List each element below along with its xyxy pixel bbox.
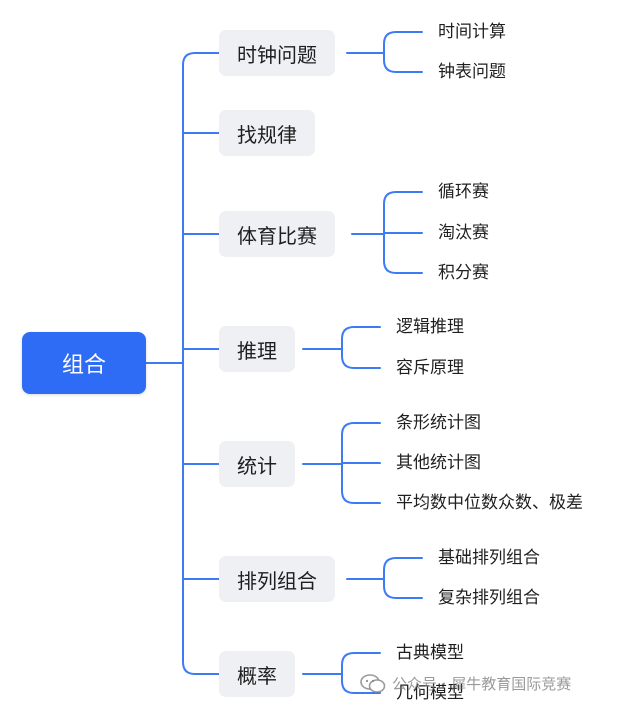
branch-node-probability[interactable]: 概率 bbox=[219, 651, 295, 697]
watermark-text: 公众号 · 犀牛教育国际竞赛 bbox=[392, 675, 572, 693]
watermark: 公众号 · 犀牛教育国际竞赛 bbox=[360, 673, 571, 694]
branch-label: 统计 bbox=[237, 453, 277, 478]
connector-fan-permutation bbox=[383, 557, 423, 599]
connector-trunk bbox=[182, 52, 220, 675]
branch-label: 体育比赛 bbox=[237, 223, 317, 248]
branch-node-clock[interactable]: 时钟问题 bbox=[219, 30, 335, 76]
leaf-item[interactable]: 平均数中位数众数、极差 bbox=[396, 493, 583, 513]
root-label: 组合 bbox=[61, 353, 106, 378]
leaf-item[interactable]: 复杂排列组合 bbox=[438, 588, 540, 608]
branch-node-sports[interactable]: 体育比赛 bbox=[219, 211, 335, 257]
branch-label: 时钟问题 bbox=[237, 42, 317, 67]
branch-node-pattern[interactable]: 找规律 bbox=[219, 110, 315, 156]
wechat-icon bbox=[360, 673, 386, 693]
leaf-item[interactable]: 逻辑推理 bbox=[396, 317, 464, 337]
branch-label: 概率 bbox=[237, 663, 277, 688]
connector-fan-clock bbox=[383, 31, 423, 73]
branch-node-statistics[interactable]: 统计 bbox=[219, 441, 295, 487]
leaf-item[interactable]: 其他统计图 bbox=[396, 453, 481, 473]
leaf-item[interactable]: 容斥原理 bbox=[396, 358, 464, 378]
leaf-item[interactable]: 古典模型 bbox=[396, 643, 464, 663]
leaf-item[interactable]: 基础排列组合 bbox=[438, 548, 540, 568]
leaf-item[interactable]: 积分赛 bbox=[438, 263, 489, 283]
root-node[interactable]: 组合 bbox=[22, 332, 146, 394]
leaf-item[interactable]: 循环赛 bbox=[438, 182, 489, 202]
branch-label: 找规律 bbox=[237, 122, 297, 147]
branch-label: 排列组合 bbox=[237, 568, 317, 593]
connector-fan-reasoning bbox=[341, 326, 381, 369]
leaf-item[interactable]: 几何模型 bbox=[396, 683, 464, 703]
branch-node-permutation[interactable]: 排列组合 bbox=[219, 556, 335, 602]
connector-fan-probability bbox=[341, 652, 381, 694]
branch-label: 推理 bbox=[237, 338, 277, 363]
branch-node-reasoning[interactable]: 推理 bbox=[219, 326, 295, 372]
leaf-item[interactable]: 淘汰赛 bbox=[438, 223, 489, 243]
leaf-item[interactable]: 条形统计图 bbox=[396, 413, 481, 433]
leaf-item[interactable]: 钟表问题 bbox=[438, 62, 506, 82]
leaf-item[interactable]: 时间计算 bbox=[438, 22, 506, 42]
